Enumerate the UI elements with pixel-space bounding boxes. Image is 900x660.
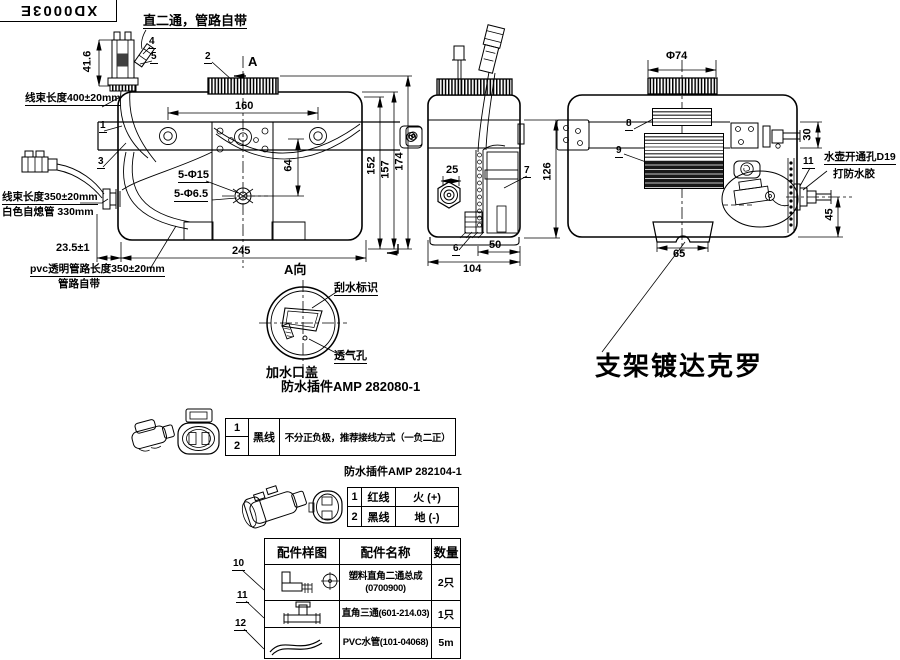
part-name: PVC水管(101-04068) [340,628,432,658]
wire-color: 黑线 [249,419,280,455]
note-water-hole: 水壶开通孔D19 [824,151,896,165]
connector2-drawings [241,485,343,529]
callout-9: 9 [615,145,623,158]
callout-11: 11 [236,590,249,603]
callout-6: 6 [452,243,460,256]
section-a-label: A [248,54,258,69]
col-sample: 配件样图 [265,539,340,565]
dim-25: 25 [446,164,459,176]
connector2-title: 防水插件AMP 282104-1 [344,466,462,478]
side-view [405,24,525,246]
dim-41-6: 41.6 [81,50,94,73]
callout-2: 2 [204,51,212,64]
front-leaders [80,29,239,270]
callout-12: 12 [234,618,248,631]
note-pvc-pipe: pvc透明管路长度350±20mm [30,263,165,277]
dim-174: 174 [393,152,406,171]
rear-view [556,60,852,353]
dim-160: 160 [235,100,254,112]
wire-color: 黑线 [362,507,396,526]
part-qty: 1只 [432,601,460,628]
part-name: 直角三通(601-214.03) [340,601,432,628]
dim-65: 65 [673,248,686,260]
pin-1: 1 [226,419,249,437]
callout-11-rear: 11 [802,156,815,169]
callout-4: 4 [148,36,156,49]
nameplate-label [652,108,712,126]
dim-50: 50 [489,239,502,251]
dim-5-phi6-5: 5-Φ6.5 [174,188,209,202]
connector1-drawings [131,408,220,455]
note-straight-tee: 直二通，管路自带 [143,13,248,29]
polarity: 地 (-) [414,511,440,524]
dim-30: 30 [801,128,814,141]
note-harness-350: 线束长度350±20mm [2,191,98,205]
warning-label-bottom [645,160,723,188]
sample-cell [265,628,340,658]
note-white-tube: 白色自熄管 330mm [2,206,94,218]
title-block: XD0003E [0,0,117,22]
note-bracket-plating: 支架镀达克罗 [595,351,764,381]
col-name: 配件名称 [340,539,432,565]
sample-cell [265,565,340,601]
dim-phi74: Φ74 [666,50,688,62]
side-dims [427,119,560,266]
callout-3: 3 [97,156,105,169]
note-connector-282080: 防水插件AMP 282080-1 [281,379,421,394]
dim-5-phi15: 5-Φ15 [178,169,210,183]
wiring-note: 不分正负极，推荐接线方式（一负二正） [284,433,451,444]
pin-2: 2 [226,437,249,455]
sample-cell [265,601,340,628]
view-a-label: A向 [284,262,307,277]
front-view [21,31,423,268]
connector2-wiring-table: 1 红线 火 (+) 2 黑线 地 (-) [347,487,459,527]
dim-245: 245 [232,245,251,257]
dim-104: 104 [463,263,482,275]
callout-1: 1 [99,120,107,133]
callout-10: 10 [232,558,246,571]
note-filler-cap: 加水口盖 [266,365,319,380]
wire-color: 红线 [362,488,396,507]
polarity: 火 (+) [396,488,458,507]
warning-label-top [645,134,723,160]
part-name-line2: (0700900) [365,582,406,594]
callout-8: 8 [625,118,633,131]
pin-number: 1 [348,488,362,507]
cap-detail-view [259,280,347,367]
dim-45: 45 [823,208,836,221]
note-harness-400: 线束长度400±20mm [25,92,121,106]
dim-152: 152 [365,156,378,175]
note-wiper-mark: 刮水标识 [334,282,378,296]
connector1-wiring-table: 1 2 黑线 不分正负极，推荐接线方式（一负二正） [225,418,456,456]
front-dims [96,39,412,262]
note-vent-hole: 透气孔 [334,350,367,364]
parts-table: 配件样图 配件名称 数量 塑料直角二通总成 (0700900) 2只 直角三通(… [264,538,461,659]
rear-dims [623,60,843,252]
part-name: 塑料直角二通总成 (0700900) [340,565,432,601]
pin-number: 2 [348,507,362,526]
dim-64: 64 [282,159,295,172]
warning-label [644,133,724,189]
dim-157: 157 [379,160,392,179]
drawing-number: XD0003E [18,2,98,19]
dim-126: 126 [541,162,554,181]
col-qty: 数量 [432,539,460,565]
parts-samples [241,569,339,656]
note-pipe-included: 管路自带 [58,278,100,290]
callout-5: 5 [150,51,158,64]
callout-7: 7 [523,165,531,178]
part-name-line1: 塑料直角二通总成 [348,570,423,582]
part-qty: 2只 [432,565,460,601]
part-qty: 5m [438,637,454,649]
dim-23-5: 23.5±1 [56,242,90,254]
note-waterproof-glue: 打防水胶 [833,168,875,180]
